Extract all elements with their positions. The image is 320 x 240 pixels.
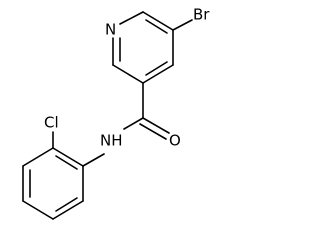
atom-bromine: Br: [193, 6, 210, 24]
molecule-structure: Br N O NH Cl: [22, 6, 210, 220]
bond-c3-br: [172, 19, 193, 31]
bond-a5-a6-inner: [55, 197, 78, 212]
bond-c4-c5: [142, 64, 174, 84]
bond-carbonyl-nh: [123, 117, 144, 130]
bond-a4-a5: [22, 200, 54, 220]
amide-group: [82, 82, 170, 167]
atom-amide-nh: NH: [100, 132, 123, 150]
chlorophenyl-ring: [22, 147, 84, 220]
atom-ring-nitrogen: N: [105, 21, 116, 39]
bond-c2-c3-inner: [145, 19, 168, 34]
bond-a1-a2-inner: [55, 155, 78, 170]
bond-a5-a6: [52, 200, 84, 220]
bond-c2-c3: [142, 11, 174, 31]
bond-c4-c5-inner: [145, 61, 168, 76]
bond-n-c2: [119, 11, 144, 25]
bond-c5-c6: [112, 64, 144, 84]
atom-chlorine: Cl: [44, 114, 59, 132]
bond-carbonyl-o-1: [142, 117, 170, 134]
bond-a2-a3: [22, 147, 54, 167]
bond-nh-ring: [82, 153, 105, 167]
bond-carbonyl-o-2: [139, 123, 167, 140]
pyridine-ring: [112, 11, 174, 84]
bond-a1-a2: [52, 147, 84, 167]
atom-carbonyl-oxygen: O: [169, 132, 181, 150]
